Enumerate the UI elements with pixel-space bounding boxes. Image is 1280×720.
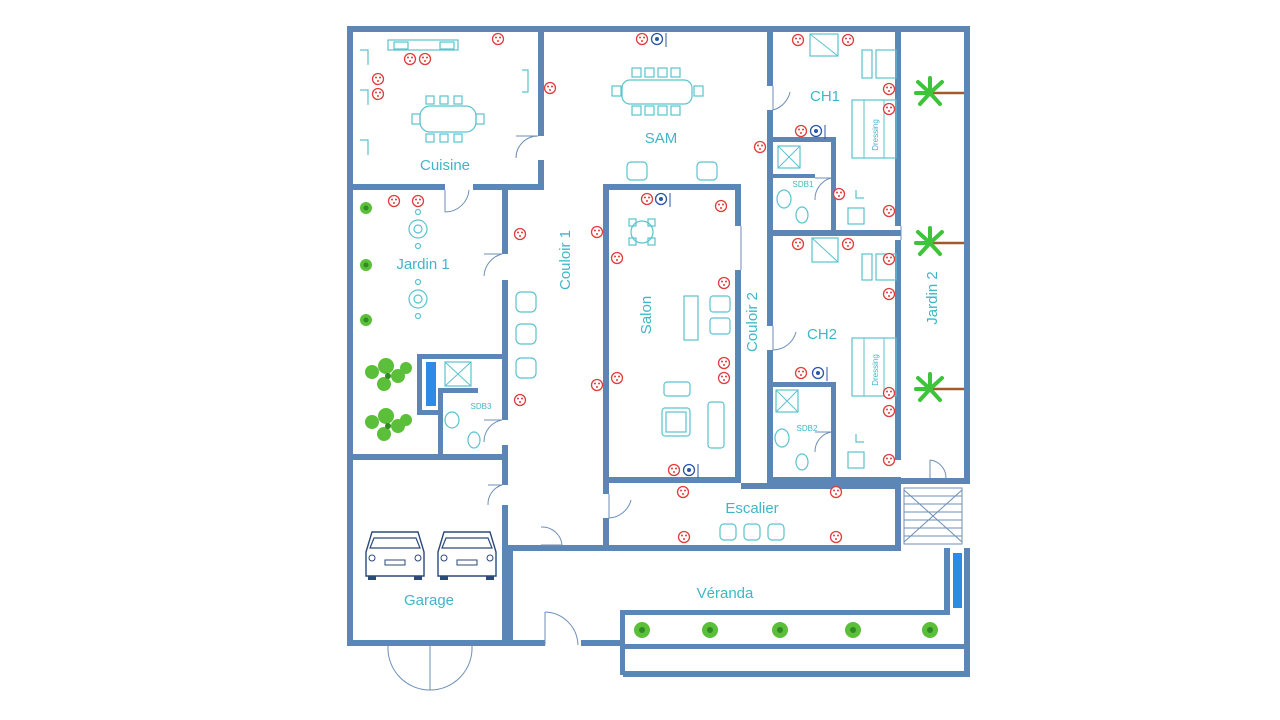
network-points <box>650 32 828 478</box>
outlet-icon <box>882 102 896 116</box>
walls <box>347 26 970 677</box>
outlet-icon <box>882 386 896 400</box>
room-label-jardin2: Jardin 2 <box>924 271 941 324</box>
outlet-icon <box>411 194 425 208</box>
outlet-icon <box>513 393 527 407</box>
outlet-icon <box>403 52 417 66</box>
room-label-sdb3: SDB3 <box>471 402 492 411</box>
outlet-icon <box>753 140 767 154</box>
car-left <box>365 531 425 580</box>
room-label-sdb2: SDB2 <box>797 424 818 433</box>
car-right <box>437 531 497 580</box>
network-socket-icon <box>682 463 699 478</box>
outlet-icon <box>635 32 649 46</box>
palm-tree-icon <box>914 372 964 402</box>
outlet-icon <box>640 192 654 206</box>
network-socket-icon <box>809 124 826 139</box>
plant-icon <box>360 314 372 326</box>
room-label-dressing-2: Dressing <box>871 354 880 386</box>
palm-tree-icon <box>914 226 964 256</box>
staircase <box>903 487 963 545</box>
outlet-icon <box>832 187 846 201</box>
windows <box>426 362 962 608</box>
room-label-dressing-1: Dressing <box>871 119 880 151</box>
room-label-veranda: Véranda <box>697 585 754 602</box>
outlet-icon <box>717 276 731 290</box>
room-labels: Cuisine SAM CH1 Jardin 1 Couloir 1 Salon… <box>396 88 941 609</box>
room-label-ch1: CH1 <box>810 88 840 105</box>
outlet-icon <box>882 82 896 96</box>
room-label-garage: Garage <box>404 592 454 609</box>
outlet-icon <box>882 252 896 266</box>
outlet-icon <box>667 463 681 477</box>
outlet-icon <box>387 194 401 208</box>
outlet-icon <box>714 199 728 213</box>
plant-icon <box>702 622 718 638</box>
room-label-couloir1: Couloir 1 <box>557 230 574 290</box>
bush-icon <box>365 408 412 441</box>
outlet-icon <box>610 371 624 385</box>
outlet-icon <box>794 124 808 138</box>
garage-cars <box>365 531 497 580</box>
doors <box>387 86 947 691</box>
outlet-icon <box>590 225 604 239</box>
furniture <box>360 33 897 541</box>
plant-icon <box>360 202 372 214</box>
outlet-icon <box>882 287 896 301</box>
outlet-icon <box>543 81 557 95</box>
outlet-icon <box>371 72 385 86</box>
outlet-icon <box>676 485 690 499</box>
electrical-outlets <box>371 32 896 544</box>
outlet-icon <box>791 237 805 251</box>
plant-icon <box>772 622 788 638</box>
outlet-icon <box>491 32 505 46</box>
network-socket-icon <box>811 366 828 381</box>
room-label-couloir2: Couloir 2 <box>744 292 761 352</box>
plant-icon <box>845 622 861 638</box>
outlet-icon <box>882 453 896 467</box>
outlet-icon <box>590 378 604 392</box>
bush-icon <box>365 358 412 391</box>
outlet-icon <box>371 87 385 101</box>
room-label-sdb1: SDB1 <box>793 180 814 189</box>
outlet-icon <box>829 530 843 544</box>
network-socket-icon <box>650 32 667 47</box>
outlet-icon <box>841 237 855 251</box>
plant-icon <box>360 259 372 271</box>
room-label-ch2: CH2 <box>807 326 837 343</box>
room-label-jardin1: Jardin 1 <box>396 256 449 273</box>
outlet-icon <box>841 33 855 47</box>
outlet-icon <box>829 485 843 499</box>
room-label-salon: Salon <box>638 296 655 334</box>
outlet-icon <box>882 204 896 218</box>
plants <box>360 76 964 638</box>
outlet-icon <box>677 530 691 544</box>
plant-icon <box>634 622 650 638</box>
room-label-escalier: Escalier <box>725 500 778 517</box>
palm-tree-icon <box>914 76 964 106</box>
outlet-icon <box>610 251 624 265</box>
room-label-sam: SAM <box>645 130 678 147</box>
plant-icon <box>922 622 938 638</box>
outlet-icon <box>717 356 731 370</box>
room-label-cuisine: Cuisine <box>420 157 470 174</box>
outlet-icon <box>794 366 808 380</box>
outlet-icon <box>882 404 896 418</box>
outlet-icon <box>791 33 805 47</box>
outlet-icon <box>513 227 527 241</box>
outlet-icon <box>418 52 432 66</box>
outlet-icon <box>717 371 731 385</box>
network-socket-icon <box>654 192 671 207</box>
